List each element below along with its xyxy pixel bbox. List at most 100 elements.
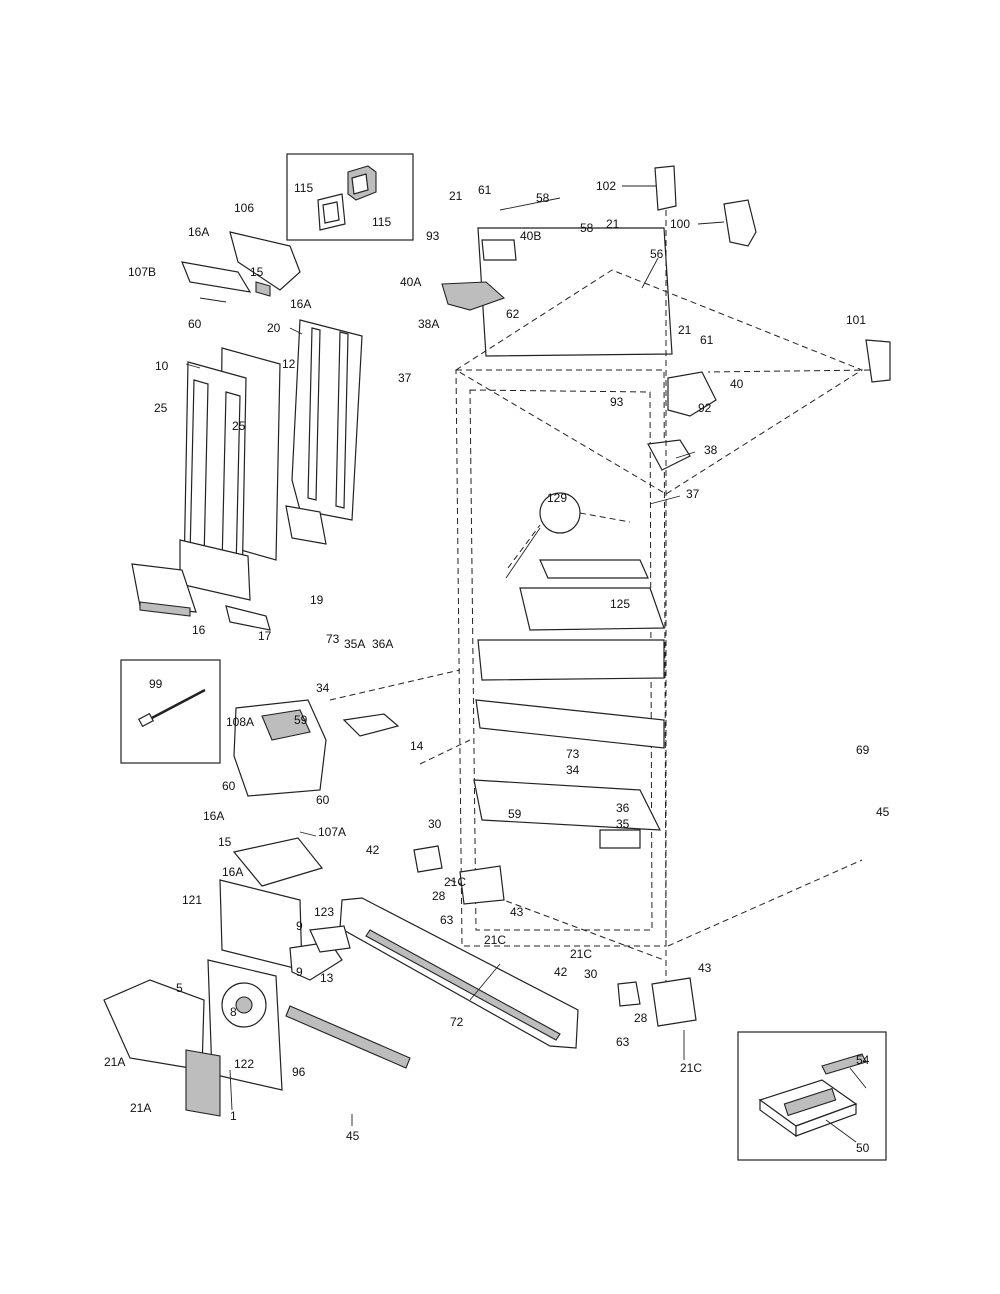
label-15-2: 15 [218, 835, 232, 849]
label-34-1: 34 [316, 681, 330, 695]
fan-motor-assembly [103, 879, 351, 1117]
label-45-1: 45 [876, 805, 890, 819]
label-61-2: 61 [700, 333, 714, 347]
label-14: 14 [410, 739, 424, 753]
label-9-1: 9 [296, 919, 303, 933]
label-25-1: 25 [154, 401, 168, 415]
label-58-2: 58 [580, 221, 594, 235]
label-96: 96 [292, 1065, 306, 1079]
label-21c-1: 21C [444, 875, 466, 889]
label-28-2: 28 [634, 1011, 648, 1025]
label-62: 62 [506, 307, 520, 321]
label-16a-1: 16A [188, 225, 209, 239]
label-21a-1: 21A [104, 1055, 125, 1069]
label-37-2: 37 [686, 487, 700, 501]
label-129: 129 [547, 491, 567, 505]
label-107a: 107A [318, 825, 346, 839]
label-21c-3: 21C [570, 947, 592, 961]
label-54: 54 [856, 1053, 870, 1067]
label-43-2: 43 [698, 961, 712, 975]
label-56: 56 [650, 247, 664, 261]
label-115-b: 115 [372, 215, 391, 229]
label-42-2: 42 [554, 965, 568, 979]
air-duct-assembly [131, 231, 363, 631]
label-21c-2: 21C [484, 933, 506, 947]
connection-lines [329, 210, 871, 1010]
label-8: 8 [230, 1005, 237, 1019]
label-1: 1 [230, 1109, 237, 1123]
label-63-2: 63 [616, 1035, 630, 1049]
label-21-2: 21 [606, 217, 620, 231]
inset-part-50 [758, 1053, 867, 1138]
leader-lines [185, 185, 867, 1143]
label-13: 13 [320, 971, 334, 985]
hinge-parts-right [647, 165, 891, 471]
label-60-1: 60 [188, 317, 202, 331]
refrigerator-cabinet [441, 227, 864, 947]
label-34-2: 34 [566, 763, 580, 777]
label-121: 121 [182, 893, 202, 907]
label-16a-3: 16A [203, 809, 224, 823]
label-60-2: 60 [222, 779, 236, 793]
bottom-hinge-parts [413, 845, 697, 1027]
label-21c-4: 21C [680, 1061, 702, 1075]
label-63-1: 63 [440, 913, 454, 927]
label-40a: 40A [400, 275, 421, 289]
label-21-3: 21 [678, 323, 692, 337]
label-73-2: 73 [566, 747, 580, 761]
label-99: 99 [149, 677, 163, 691]
label-25-2: 25 [232, 419, 246, 433]
label-38a: 38A [418, 317, 439, 331]
lower-cover-panels [232, 699, 400, 887]
label-38: 38 [704, 443, 718, 457]
label-36a: 36A [372, 637, 393, 651]
label-123: 123 [314, 905, 334, 919]
label-101: 101 [846, 313, 866, 327]
label-108a: 108A [226, 715, 254, 729]
label-20: 20 [267, 321, 281, 335]
label-92: 92 [698, 401, 712, 415]
label-73-1: 73 [326, 632, 340, 646]
part-labels: 115 115 106 16A 107B 15 16A 60 20 10 12 … [104, 179, 890, 1155]
label-40: 40 [730, 377, 744, 391]
label-115-a: 115 [294, 181, 313, 195]
label-12: 12 [282, 357, 296, 371]
inset-box-99 [120, 659, 221, 764]
label-107b: 107B [128, 265, 156, 279]
label-21a-2: 21A [130, 1101, 151, 1115]
label-35a: 35A [344, 637, 365, 651]
label-122: 122 [234, 1057, 254, 1071]
label-35: 35 [616, 817, 630, 831]
label-72: 72 [450, 1015, 464, 1029]
label-30-2: 30 [584, 967, 598, 981]
label-43-1: 43 [510, 905, 524, 919]
label-16a-2: 16A [290, 297, 311, 311]
label-59-1: 59 [294, 713, 308, 727]
label-42-1: 42 [366, 843, 380, 857]
label-16: 16 [192, 623, 206, 637]
label-59-2: 59 [508, 807, 522, 821]
label-58-1: 58 [536, 191, 550, 205]
label-61-1: 61 [478, 183, 492, 197]
label-106: 106 [234, 201, 254, 215]
label-45-2: 45 [346, 1129, 360, 1143]
label-93-1: 93 [426, 229, 440, 243]
label-9-2: 9 [296, 965, 303, 979]
label-5: 5 [176, 981, 183, 995]
label-100: 100 [670, 217, 690, 231]
label-60-3: 60 [316, 793, 330, 807]
label-21-1: 21 [449, 189, 463, 203]
label-50: 50 [856, 1141, 870, 1155]
label-30-1: 30 [428, 817, 442, 831]
label-28-1: 28 [432, 889, 446, 903]
label-10: 10 [155, 359, 169, 373]
label-69: 69 [856, 743, 870, 757]
label-19: 19 [310, 593, 324, 607]
label-125: 125 [610, 597, 630, 611]
label-16a-4: 16A [222, 865, 243, 879]
inset-box-top [286, 153, 414, 241]
inset-part-top [317, 165, 377, 231]
label-93-2: 93 [610, 395, 624, 409]
label-36: 36 [616, 801, 630, 815]
